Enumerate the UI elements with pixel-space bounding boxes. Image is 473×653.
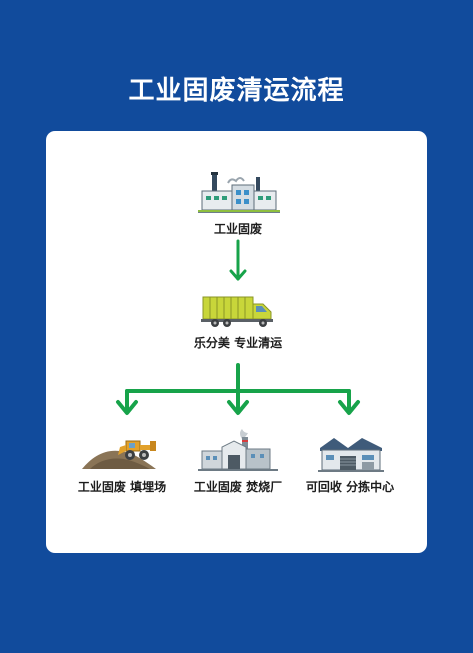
incinerator-icon <box>198 429 278 471</box>
node-source-label: 工业固废 <box>213 222 262 236</box>
node-recycling-label: 可回收 分拣中心 <box>305 480 395 494</box>
arrow-branch <box>116 363 360 415</box>
warehouse-icon <box>318 438 384 472</box>
node-landfill-label: 工业固废 填埋场 <box>77 480 167 494</box>
flow-arrows <box>116 239 360 415</box>
landfill-icon <box>82 440 156 469</box>
node-incineration-label: 工业固废 焚烧厂 <box>193 480 283 494</box>
truck-icon <box>201 296 273 327</box>
page-title: 工业固废清运流程 <box>128 76 345 106</box>
arrow-source-to-transport <box>229 239 247 281</box>
flow-card: 工业固废 乐分美 专业清运 工业固废 填埋场 <box>46 131 427 553</box>
node-transport-label: 乐分美 专业清运 <box>193 336 283 350</box>
factory-icon <box>198 172 280 213</box>
